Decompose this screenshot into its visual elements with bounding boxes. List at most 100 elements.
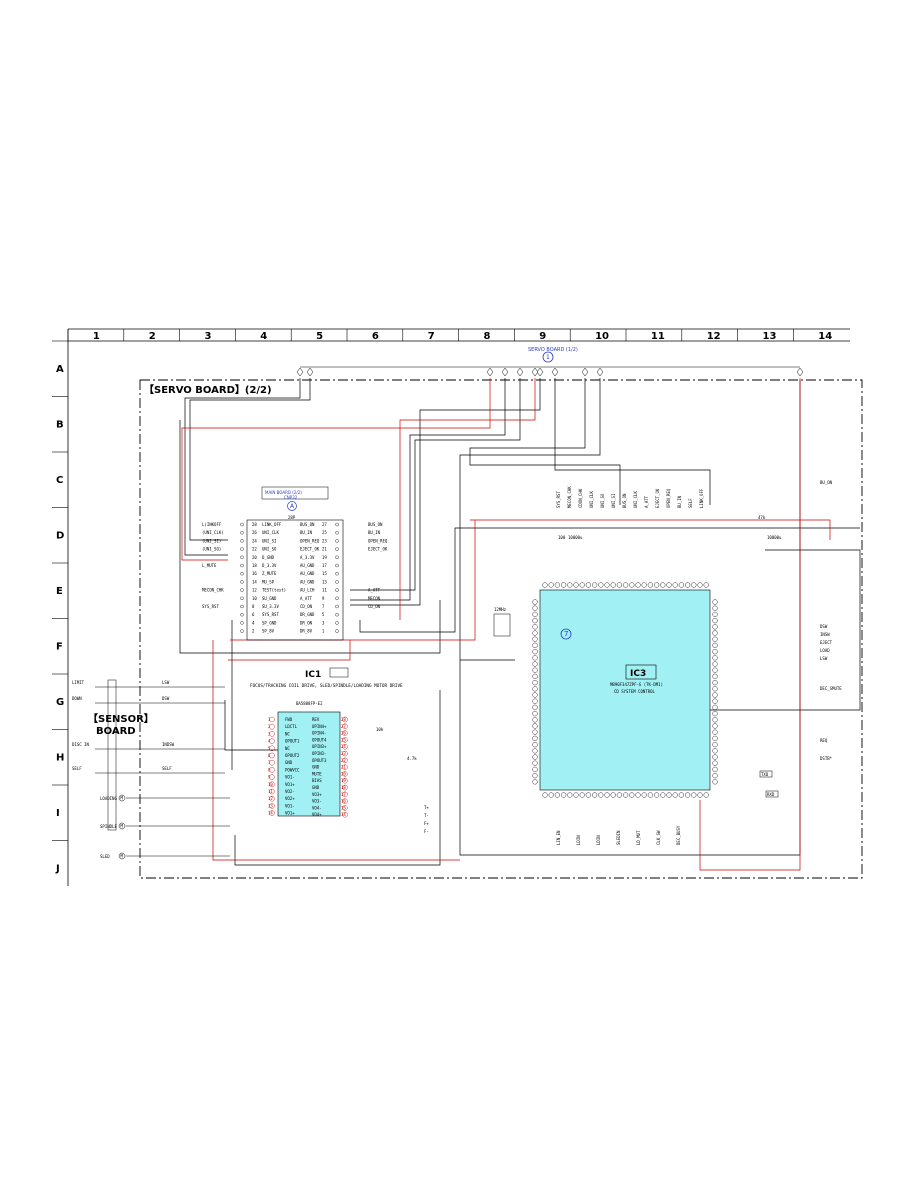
- cnp-pin-name: UNI_SO: [262, 547, 277, 552]
- ic3-pin-right: [712, 704, 718, 711]
- right-net-label: LSW: [820, 656, 828, 661]
- ic3-pin-left: [532, 648, 538, 655]
- ic1-pin-num: 27: [341, 724, 346, 729]
- ic3-pin-left: [532, 661, 538, 667]
- ic1-pin-num: 4: [268, 739, 271, 744]
- motor-icon: [118, 794, 126, 802]
- cnp-net-label: BU_IN: [368, 530, 381, 535]
- ic3-pin-bottom: [703, 792, 709, 798]
- ic3-pin-left: [532, 729, 538, 735]
- connector-arrow: [531, 367, 539, 377]
- cnp-pin-num: 27: [322, 522, 327, 527]
- ic3-top-net: SYS_RST: [556, 491, 561, 508]
- ic3-bottom-net: LDIN: [576, 835, 581, 845]
- cnp-pin-name: AU_GND: [300, 563, 315, 568]
- ic3-pin-right: [712, 667, 718, 673]
- right-net-label: EJECT: [820, 640, 833, 645]
- ic3-pin-bottom: [567, 792, 573, 798]
- ic3-pin-top: [672, 582, 678, 588]
- rxd-label: RXD: [767, 792, 775, 797]
- ic1-pin-num: 3: [268, 731, 271, 736]
- ic3-pin-right: [712, 673, 718, 680]
- t-plus-label: T+: [424, 805, 429, 810]
- grid-row-F: F: [56, 641, 63, 652]
- ic3-pin-left: [532, 772, 538, 779]
- connector-arrow: [306, 367, 314, 377]
- cnp-pin-name: SU_3.3V: [262, 604, 279, 609]
- motor-outputs: T+ T- F+ F-: [424, 805, 429, 834]
- grid-row-J: J: [55, 863, 60, 874]
- ic1-pin-right: OPIN3+: [312, 744, 327, 749]
- ic1-pin-right: VO3+: [312, 792, 322, 797]
- ic3-pin-bottom: [622, 792, 629, 798]
- ic1-pin-num: 12: [268, 796, 273, 801]
- ic3-body: [539, 589, 711, 791]
- grid-col-10: 10: [595, 331, 609, 342]
- ic1-pin-left: VO1-: [285, 803, 295, 808]
- ic3-pin-right: [712, 754, 718, 760]
- ic3-pin-left: [532, 692, 538, 698]
- ic3-pin-top: [678, 582, 685, 588]
- board-outline: [139, 379, 863, 879]
- ic3-pin-right: [712, 779, 718, 785]
- t-minus-label: T-: [424, 813, 429, 818]
- cnp-pin-num: 14: [252, 579, 257, 584]
- ic3-pin-bottom: [697, 792, 703, 798]
- cnp-pin-name: UNI_CLK: [262, 530, 279, 535]
- cnp-pin-num: 23: [322, 538, 327, 543]
- ic3-part: MB90F347ZPF-G (TK-DM1): [610, 682, 663, 687]
- ic1-pin-left: NC: [285, 746, 290, 751]
- ic1-pin-left: VO1+: [285, 811, 295, 816]
- f-plus-label: F+: [424, 821, 429, 826]
- cnp-pin-num: 26: [252, 530, 257, 535]
- ic3-pin-top: [598, 582, 604, 588]
- ic3-top-net: UNI_CLK: [589, 491, 594, 508]
- ic3-pin-right: [712, 686, 718, 692]
- ic1-pin-num: 25: [341, 737, 346, 742]
- cnp-net-label: L(INKOFF: [202, 522, 222, 527]
- txd-rxd: TXD RXD: [759, 770, 779, 798]
- ic3-pin-right: [712, 630, 718, 636]
- cnp-net-label: L_MUTE: [202, 563, 217, 568]
- grid-col-4: 4: [260, 331, 267, 342]
- top-connectors: [296, 367, 804, 377]
- cnp-pin-name: DR_8V: [300, 629, 313, 634]
- cnp-pin-num: 9: [322, 596, 325, 601]
- ic3-pin-left: [532, 704, 538, 711]
- cnp-pin-name: AU_LCH: [300, 588, 315, 593]
- ic3-pin-right: [712, 642, 718, 649]
- ic3-pin-top: [554, 582, 561, 588]
- cnp-pin-num: 24: [252, 538, 257, 543]
- ic1-pin-num: 26: [341, 731, 346, 736]
- sensor-signal-label: DISC IN: [72, 742, 89, 747]
- grid-col-5: 5: [316, 331, 323, 342]
- cnp-pin-name: DR_ON: [300, 620, 313, 625]
- grid-row-A: A: [56, 364, 64, 375]
- ic3-pin-bottom: [560, 792, 567, 798]
- cap-labels: 10000u 10000u 100 47k 10k 4.7k: [376, 515, 782, 761]
- ic3-pin-left: [532, 655, 538, 661]
- connector-arrow: [501, 367, 509, 377]
- cnp-pin-num: 4: [252, 620, 255, 625]
- cnp-pin-name: BUS_ON: [300, 522, 315, 527]
- ic3-pin-top: [573, 582, 579, 588]
- r-47k-small-label: 4.7k: [407, 756, 417, 761]
- sensor-signal-label: DOWN: [72, 696, 82, 701]
- ic1-pin-right: MUTE: [312, 771, 322, 776]
- cnp-pin-name: CD_ON: [300, 604, 313, 609]
- grid-col-2: 2: [149, 331, 156, 342]
- ic1-pin-left: VO1-: [285, 775, 295, 780]
- ic1-pin-num: 24: [341, 744, 346, 749]
- cnp-net-label: SYS_RST: [202, 604, 219, 609]
- ic1-part: BA5888FP-E2: [296, 701, 323, 706]
- grid-col-11: 11: [651, 331, 665, 342]
- cap-10000-label-2: 10000u: [767, 535, 782, 540]
- ic3-pin-top: [703, 582, 709, 588]
- ic3-pin-bottom: [585, 792, 592, 798]
- connector-arrow: [581, 367, 589, 377]
- sensor-switch-label: INDSW: [162, 742, 175, 747]
- ic3-pin-bottom: [604, 792, 610, 798]
- cnp-pin-name: SYS_RST: [262, 612, 279, 617]
